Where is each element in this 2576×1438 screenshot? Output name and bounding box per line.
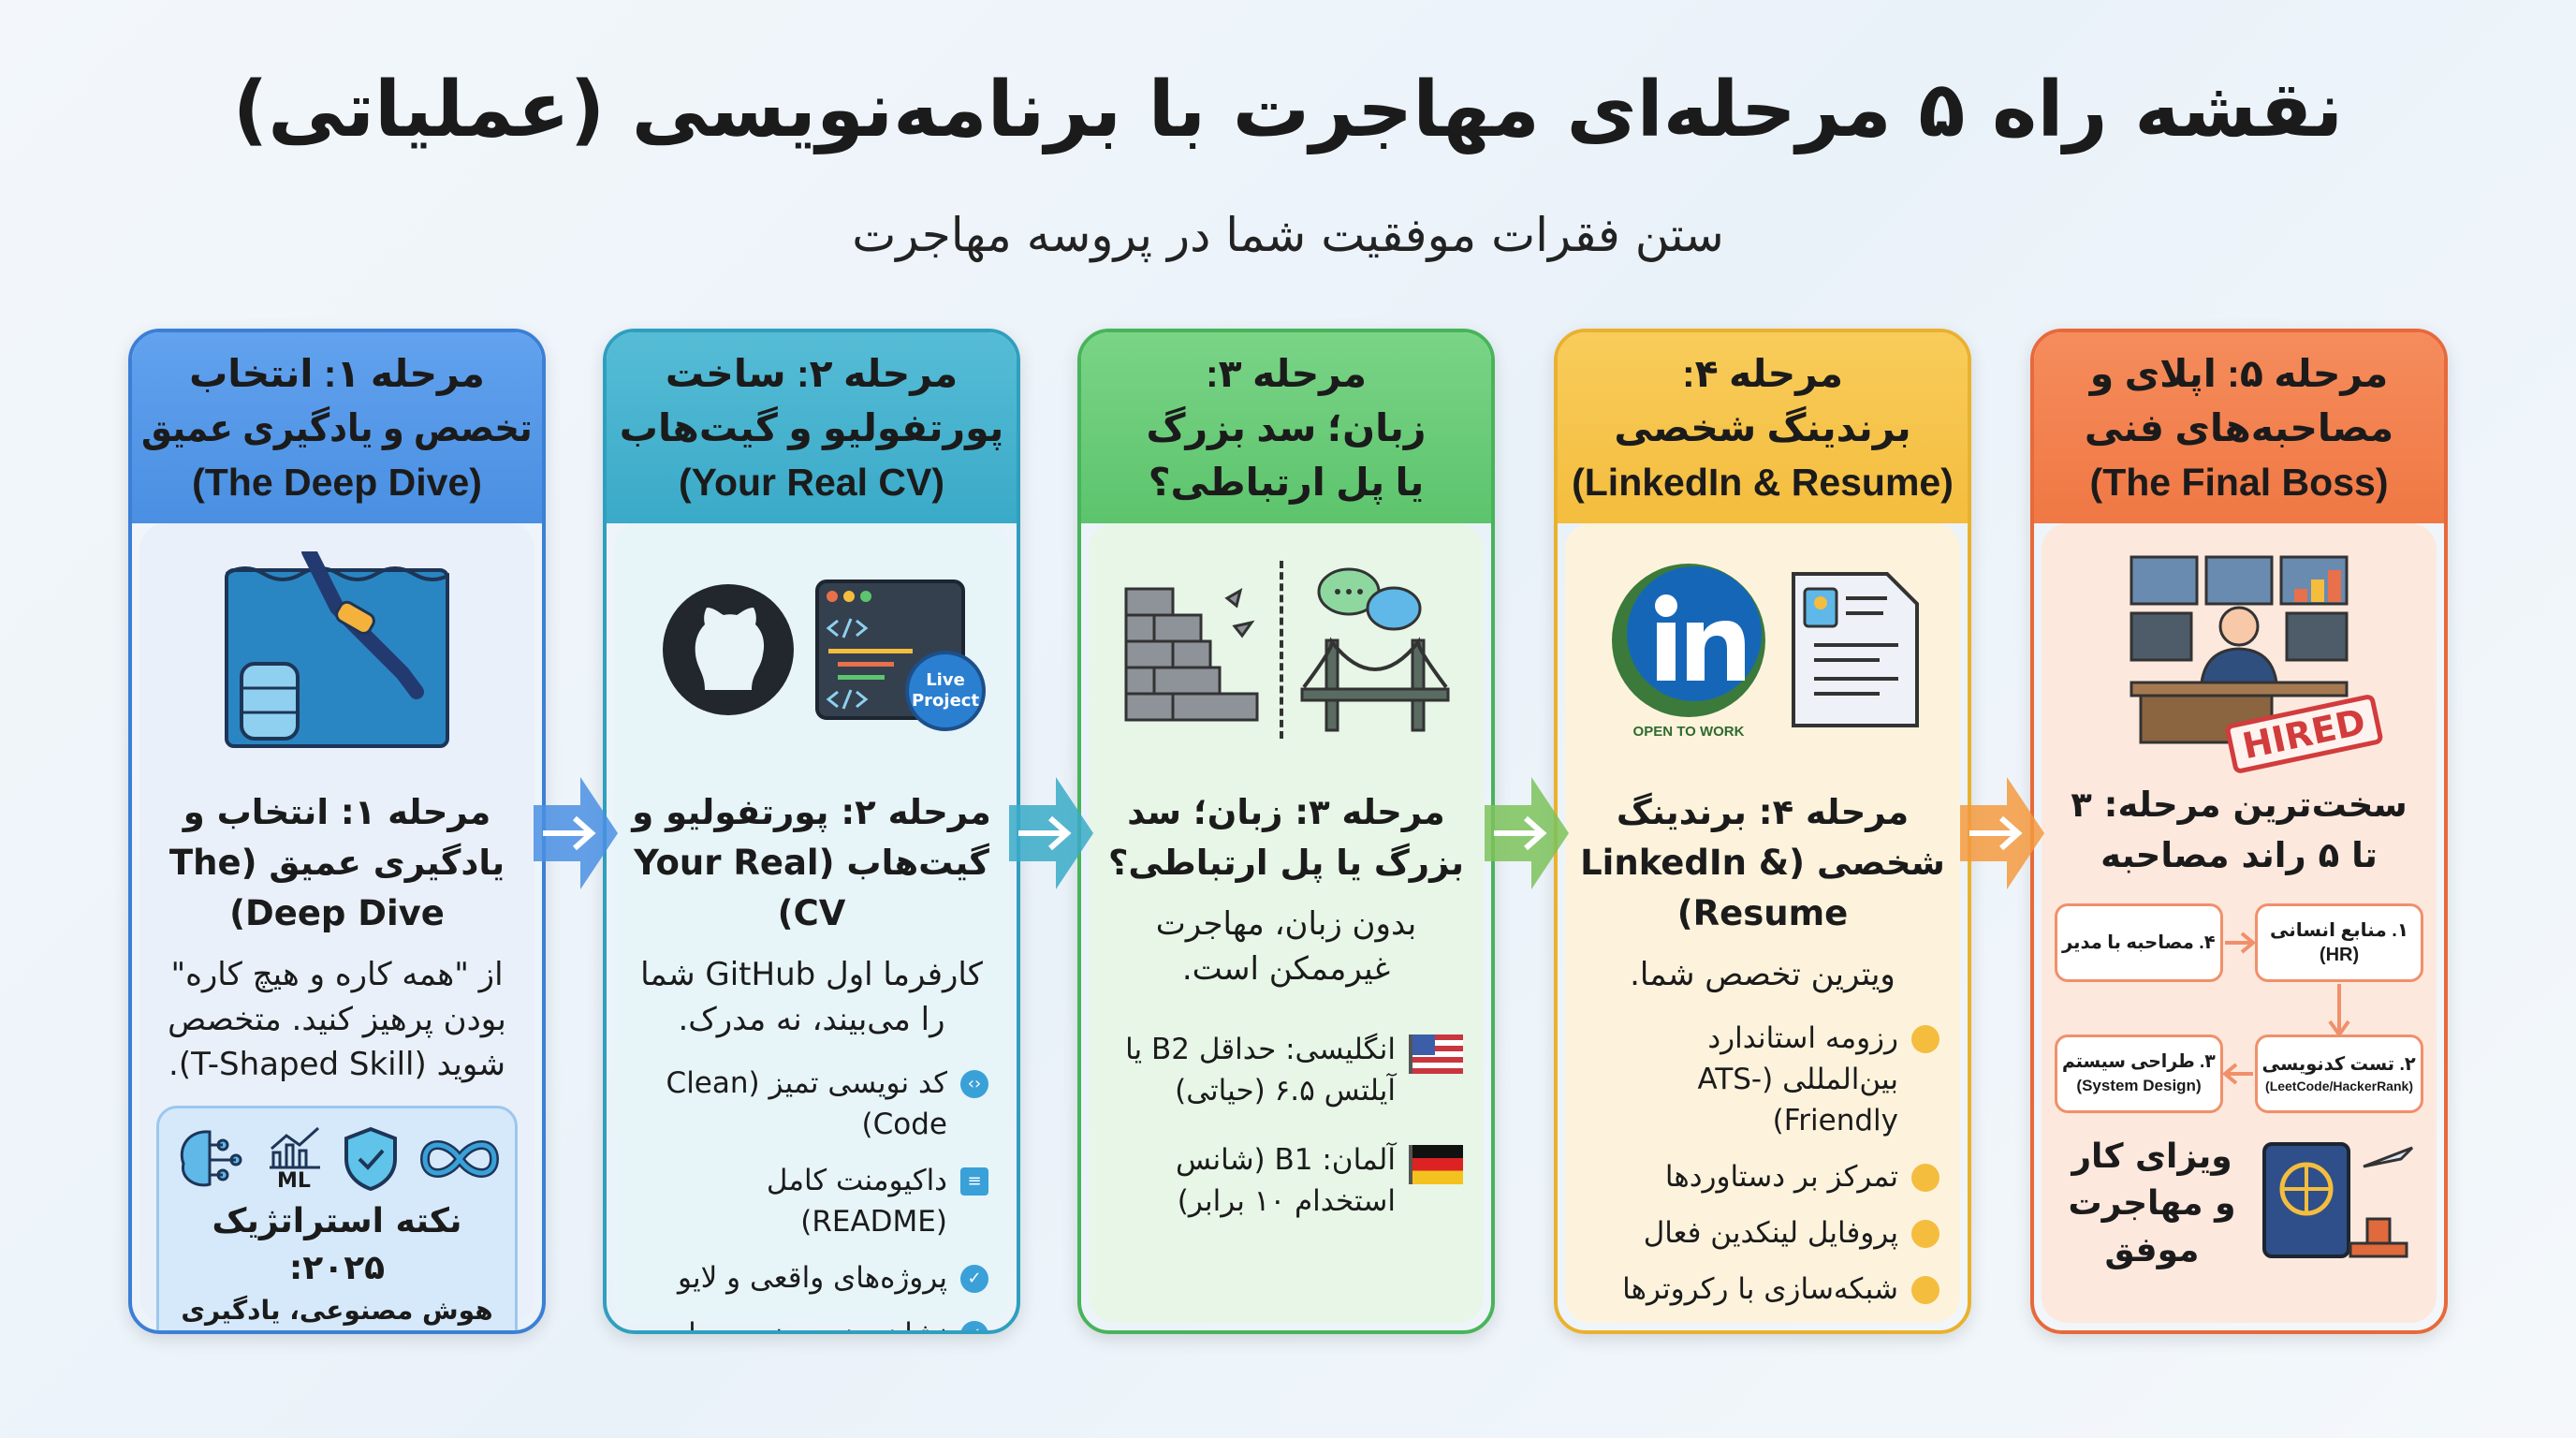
github-icon bbox=[663, 584, 794, 715]
page-title: نقشه راه ۵ مرحله‌ای مهاجرت با برنامه‌نوی… bbox=[232, 66, 2344, 154]
document-icon: ≡ bbox=[960, 1167, 988, 1196]
security-shield-icon bbox=[344, 1126, 397, 1192]
list-item: رزومه استاندارد بین‌المللی (ATS-Friendly… bbox=[1586, 1018, 1939, 1141]
list-item: شبکه‌سازی با رکروترها bbox=[1586, 1269, 1939, 1310]
diver-database-icon bbox=[225, 551, 449, 748]
flow-step-system-design: ۳. طراحی سیستم(System Design) bbox=[2055, 1034, 2223, 1113]
check-badge-icon: ✓ bbox=[960, 1321, 988, 1330]
flow-step-coding-test: ۲. تست کدنویسی(LeetCode/HackerRank) bbox=[2255, 1034, 2423, 1113]
code-gear-icon: ‹› bbox=[960, 1070, 988, 1098]
brick-wall-icon bbox=[1124, 587, 1259, 722]
passport-plane-icon bbox=[2262, 1142, 2414, 1258]
stage-5-subheading: سخت‌ترین مرحله: ۳ تا ۵ راند مصاحبه bbox=[2071, 785, 2408, 875]
arrow-1-to-2 bbox=[534, 777, 618, 889]
hired-office-icon bbox=[2130, 555, 2349, 744]
arrow-4-to-5 bbox=[1960, 777, 2044, 889]
resume-icon bbox=[1792, 572, 1919, 727]
arrow-3-to-4 bbox=[1485, 777, 1569, 889]
flow-step-manager: ۴. مصاحبه با مدیر bbox=[2055, 903, 2223, 982]
stage-2-subheading: مرحله ۲: پورتفولیو و گیت‌هاب (Your Real … bbox=[632, 792, 991, 933]
germany-flag-icon bbox=[1409, 1145, 1463, 1184]
ai-brain-icon bbox=[180, 1130, 242, 1187]
final-result-text: ویزای کار و مهاجرت موفق bbox=[2068, 1137, 2236, 1269]
tip-text: هوش مصنوعی، یادگیری ماشین، امنیت سایبری،… bbox=[181, 1295, 493, 1326]
check-badge-icon: ✓ bbox=[960, 1265, 988, 1293]
interview-flow: ۱. منابع انسانی(HR) ۲. تست کدنویسی(LeetC… bbox=[2055, 903, 2423, 1128]
stage-4-title: مرحله ۴:برندینگ شخصی(LinkedIn & Resume) bbox=[1558, 332, 1968, 523]
list-item: آلمان: B1 (شانس استخدام ۱۰ برابر) bbox=[1109, 1139, 1463, 1222]
page-subtitle: ستن فقرات موفقیت شما در پروسه مهاجرت bbox=[852, 208, 1724, 262]
list-item: ≡داکیومنت کامل (README) bbox=[635, 1160, 988, 1242]
stage-4-description: ویترین تخصص شما. bbox=[1630, 956, 1895, 993]
us-flag-icon bbox=[1409, 1034, 1463, 1074]
list-item: پروفایل لینکدین فعال bbox=[1586, 1212, 1939, 1254]
list-item: ✓نشان دهید مهندس حل مسئله هستید bbox=[635, 1313, 988, 1330]
arrow-2-to-3 bbox=[1009, 777, 1093, 889]
stage-4-subheading: مرحله ۴: برندینگ شخصی (LinkedIn & Resume… bbox=[1580, 792, 1945, 933]
ml-chart-icon bbox=[270, 1126, 320, 1168]
bullet-dot-icon bbox=[1911, 1220, 1939, 1248]
list-item: ‹›کد نویسی تمیز (Clean Code) bbox=[635, 1063, 988, 1145]
bullet-dot-icon bbox=[1911, 1276, 1939, 1304]
open-to-work-label: OPEN TO WORK bbox=[1632, 723, 1745, 740]
list-item: انگلیسی: حداقل B2 یا آیلتس ۶.۵ (حیاتی) bbox=[1109, 1029, 1463, 1111]
bridge-chat-icon bbox=[1300, 567, 1450, 732]
list-item: ✓پروژه‌های واقعی و لایو bbox=[635, 1257, 988, 1299]
stage-2-description: کارفرما اول GitHub شما را می‌بیند، نه مد… bbox=[640, 956, 983, 1038]
ml-label: ML bbox=[277, 1168, 311, 1193]
list-item: تمرکز بر دستاوردها bbox=[1586, 1156, 1939, 1197]
bullet-dot-icon bbox=[1911, 1164, 1939, 1192]
stage-1-subheading: مرحله ۱: انتخاب و یادگیری عمیق (The Deep… bbox=[168, 792, 505, 933]
tip-title: نکته استراتژیک ۲۰۲۵: bbox=[212, 1202, 462, 1287]
devops-infinity-icon bbox=[419, 1140, 500, 1178]
strategic-tip-box: ML نکته استراتژیک ۲۰۲۵: هوش مصنوعی، یادگ… bbox=[156, 1106, 518, 1330]
stage-1-description: از "همه کاره و هیچ کاره" بودن پرهیز کنید… bbox=[168, 956, 506, 1083]
live-project-badge: Live Project bbox=[905, 651, 986, 731]
flow-arrows bbox=[2221, 932, 2350, 1085]
stage-4-card: مرحله ۴:برندینگ شخصی(LinkedIn & Resume) … bbox=[1554, 329, 1971, 1334]
linkedin-icon bbox=[1612, 563, 1765, 717]
flow-step-hr: ۱. منابع انسانی(HR) bbox=[2255, 903, 2423, 982]
bullet-dot-icon bbox=[1911, 1025, 1939, 1053]
stage-3-description: بدون زبان، مهاجرت غیرممکن است. bbox=[1155, 905, 1417, 988]
stage-3-subheading: مرحله ۳: زبان؛ سد بزرگ یا پل ارتباطی؟ bbox=[1107, 792, 1465, 883]
